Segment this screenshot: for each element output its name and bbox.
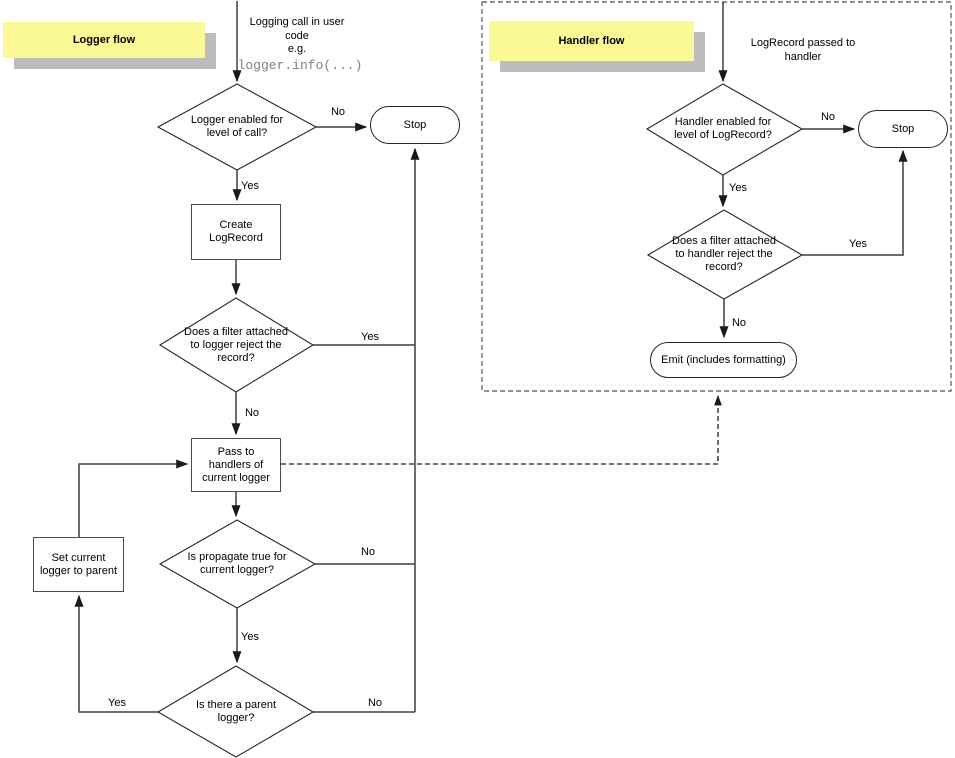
pass-to-handlers-box: Pass to handlers of current logger [191,438,281,492]
decision-handler-filter [646,209,804,300]
decision-propagate-text: Is propagate true for current logger? [187,551,287,576]
decision-handler-enabled-text: Handler enabled for level of LogRecord? [674,116,772,141]
decision-propagate [158,519,317,609]
handler-flow-title-note: Handler flow [489,21,694,61]
decision-logger-enabled-text: Logger enabled for level of call? [190,114,284,139]
create-logrecord-box: Create LogRecord [191,204,281,260]
set-current-logger-box: Set current logger to parent [33,537,124,592]
edge-label-no: No [360,546,376,558]
edge-label-yes: Yes [241,180,259,192]
edge-label-yes: Yes [849,238,867,250]
edge-label-yes: Yes [361,331,379,343]
handler-flow-title: Handler flow [558,35,625,47]
emit-terminator: Emit (includes formatting) [650,342,797,378]
logger-flow-title-note: Logger flow [3,22,205,58]
logger-entry-code: logger.info(...) [237,58,363,73]
edge-label-no: No [367,697,383,709]
edge-pass-to-handler-flow-dashed [281,394,722,465]
handler-entry-text: LogRecord passed to handler [750,37,856,63]
edge-label-no: No [330,106,346,118]
decision-parent-logger [156,665,315,758]
decision-logger-filter [158,297,315,393]
edge-label-no: No [731,317,747,329]
decision-logger-enabled [156,83,318,171]
edge-label-yes: Yes [241,631,259,643]
handler-stop-terminator: Stop [858,110,948,148]
decision-handler-enabled [645,83,804,176]
handler-flow-panel-border [481,1,952,392]
edge-label-no: No [820,111,836,123]
logger-stop-terminator: Stop [370,106,460,144]
edge-label-yes: Yes [108,697,126,709]
edge-label-no: No [244,407,260,419]
edge-label-yes: Yes [729,182,747,194]
edge-set-to-pass [78,459,189,537]
decision-parent-logger-text: Is there a parent logger? [195,699,277,724]
edge-parent-yes-to-set [74,594,158,713]
decision-handler-filter-text: Does a filter attached to handler reject… [672,235,776,273]
edge-hfilter-yes-to-hstop [802,149,908,256]
decision-logger-filter-text: Does a filter attached to logger reject … [184,326,288,364]
logger-flow-title: Logger flow [72,34,136,46]
logger-entry-text: Logging call in user code e.g. [249,16,345,55]
